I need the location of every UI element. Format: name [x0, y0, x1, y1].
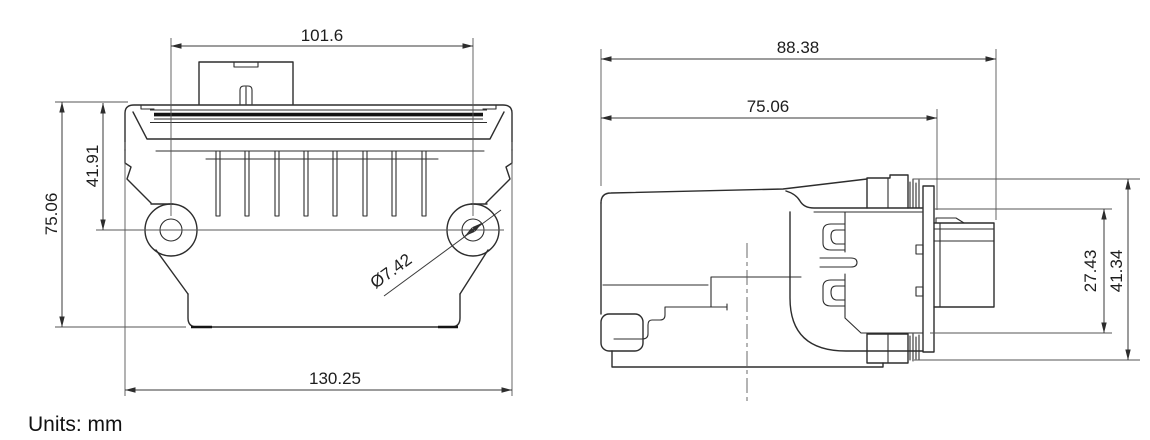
- dim-label-hole-diameter: Ø7.42: [367, 250, 416, 293]
- dim-label-88-38: 88.38: [777, 38, 820, 57]
- dim-label-130-25: 130.25: [309, 369, 361, 388]
- front-view: 101.6 41.91 75.06 130.25 Ø7.42: [42, 26, 513, 396]
- units-label: Units: mm: [28, 413, 123, 436]
- side-view: 88.38 75.06 41.34 27.43: [600, 38, 1140, 401]
- mating-connector: [933, 217, 995, 308]
- dim-upper-body-height: 41.91: [83, 102, 106, 231]
- dim-label-27-43: 27.43: [1081, 250, 1100, 293]
- dim-label-41-34: 41.34: [1107, 250, 1126, 293]
- dim-overall-depth: 88.38: [600, 38, 997, 220]
- dim-label-101-6: 101.6: [301, 26, 344, 45]
- side-body: [600, 178, 884, 401]
- dim-label-41-91: 41.91: [83, 145, 102, 188]
- dim-label-75-06-front: 75.06: [42, 193, 61, 236]
- dim-connector-width: 101.6: [170, 26, 474, 216]
- dim-overall-height: 75.06: [42, 101, 186, 328]
- connector-collar: [866, 174, 935, 364]
- dim-label-75-06-side: 75.06: [747, 97, 790, 116]
- heatsink-fins: [205, 150, 439, 217]
- cover-lid: [124, 104, 513, 151]
- connector-housing: [785, 190, 924, 352]
- connector-block: [198, 61, 294, 105]
- body-outline: [124, 149, 513, 329]
- dim-connector-outer-height: 41.34: [913, 178, 1140, 361]
- dim-body-depth: 75.06: [600, 97, 938, 210]
- dim-connector-inner-height: 27.43: [930, 208, 1112, 334]
- dim-overall-width: 130.25: [124, 142, 513, 396]
